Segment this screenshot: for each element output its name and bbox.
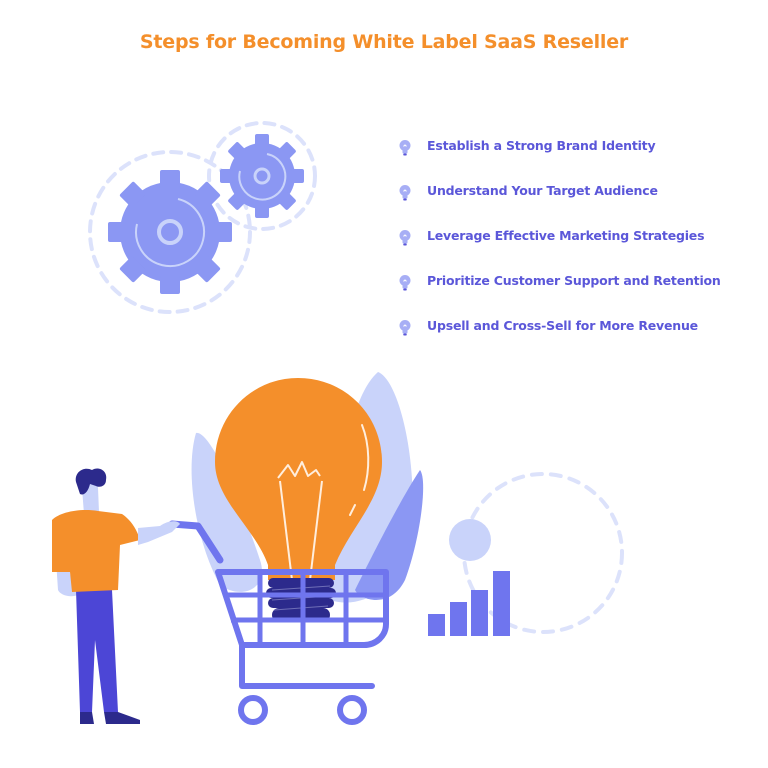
bar-chart-icon [428,472,624,636]
lightbulb-icon [399,185,411,201]
step-item-4: Prioritize Customer Support and Retentio… [398,271,738,316]
step-item-3: Leverage Effective Marketing Strategies [398,226,738,271]
person-illustration [52,468,180,724]
shopping-cart-illustration [168,520,389,725]
step-label: Prioritize Customer Support and Retentio… [427,273,721,288]
step-label: Leverage Effective Marketing Strategies [427,228,705,243]
lightbulb-icon [399,275,411,291]
step-label: Establish a Strong Brand Identity [427,138,656,153]
lightbulb-icon [399,320,411,336]
step-item-2: Understand Your Target Audience [398,181,738,226]
step-item-5: Upsell and Cross-Sell for More Revenue [398,316,738,361]
step-label: Understand Your Target Audience [427,183,658,198]
step-item-1: Establish a Strong Brand Identity [398,136,738,181]
lightbulb-icon [399,230,411,246]
page-title: Steps for Becoming White Label SaaS Rese… [139,31,629,53]
steps-list: Establish a Strong Brand Identity Unders… [398,136,738,361]
lightbulb-icon [399,140,411,156]
gears-icon [88,121,317,314]
step-label: Upsell and Cross-Sell for More Revenue [427,318,698,333]
